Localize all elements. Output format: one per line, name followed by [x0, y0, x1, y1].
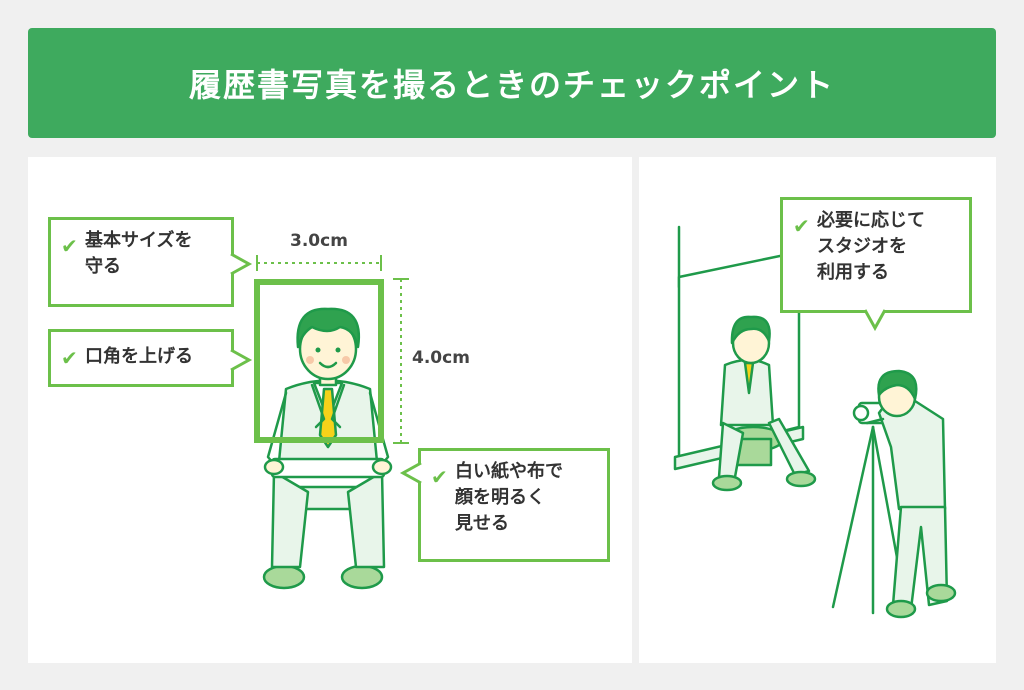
callout-tail [399, 461, 422, 485]
callout-studio-text: 必要に応じて スタジオを 利用する [817, 210, 925, 284]
width-dimension-label: 3.0cm [290, 231, 348, 251]
callout-tail [230, 348, 253, 372]
callout-white-paper-text: 白い紙や布で 顔を明るく 見せる [455, 461, 563, 535]
check-icon: ✔ [431, 465, 448, 489]
callout-basic-size: ✔ 基本サイズを 守る [48, 217, 253, 307]
callout-white-paper: ✔ 白い紙や布で 顔を明るく 見せる [399, 448, 610, 562]
callout-basic-size-text: 基本サイズを 守る [85, 230, 193, 278]
studio-illustration [673, 225, 957, 619]
page-title: 履歴書写真を撮るときのチェックポイント [188, 66, 835, 104]
check-icon: ✔ [61, 234, 78, 258]
photo-size-frame [254, 279, 384, 443]
check-icon: ✔ [61, 346, 78, 370]
check-icon: ✔ [793, 214, 810, 238]
seated-person-illustration [254, 255, 409, 590]
callout-smile-text: 口角を上げる [85, 346, 193, 367]
callout-smile: ✔ 口角を上げる [48, 329, 253, 387]
height-dimension-label: 4.0cm [412, 348, 470, 368]
callout-tail [230, 252, 253, 276]
header-banner: 履歴書写真を撮るときのチェックポイント [28, 28, 996, 138]
callout-tail [863, 309, 887, 332]
callout-studio: ✔ 必要に応じて スタジオを 利用する [780, 197, 972, 332]
